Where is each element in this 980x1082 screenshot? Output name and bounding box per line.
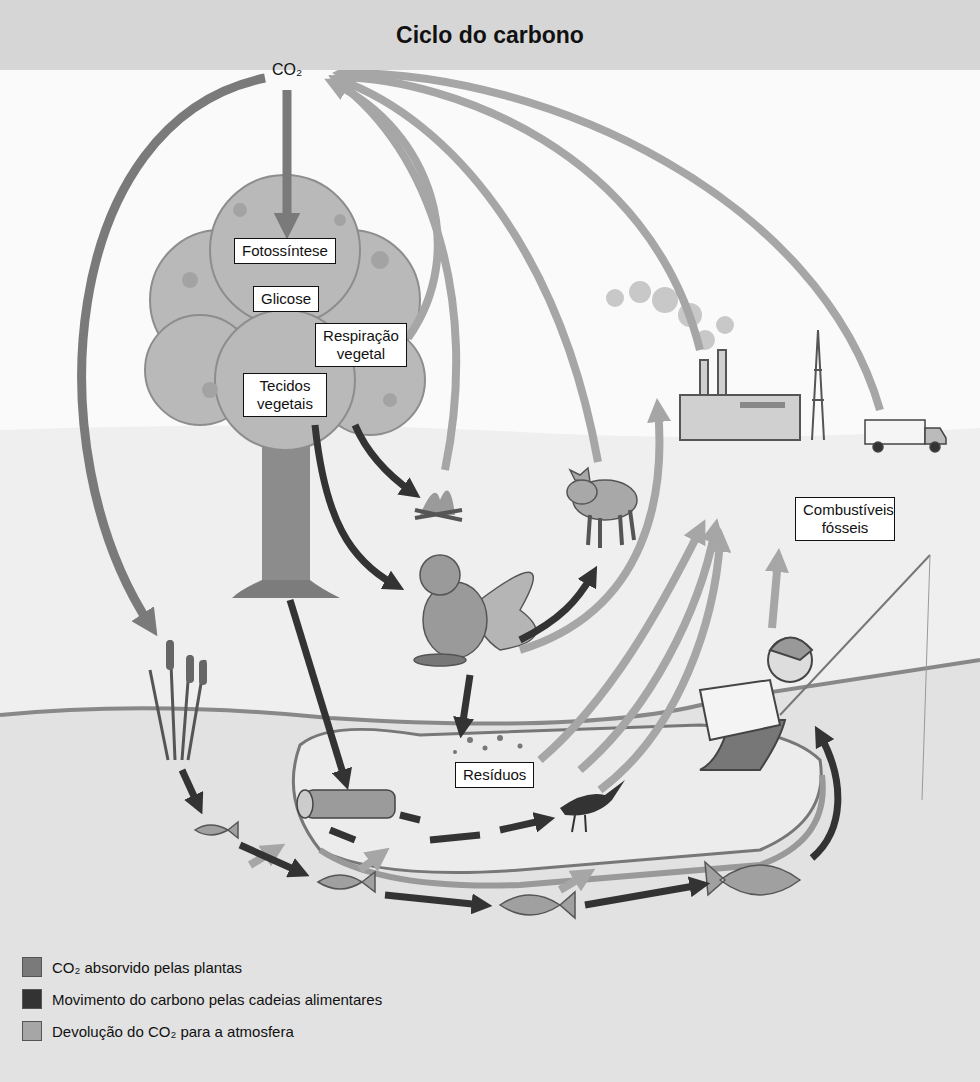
label-box: Combustíveis fósseis (795, 497, 895, 541)
box-text: Respiração vegetal (323, 327, 399, 363)
title-bar: Ciclo do carbono (0, 0, 980, 70)
legend-swatch (22, 957, 42, 977)
label-box: Glicose (253, 286, 319, 312)
label-box: Resíduos (455, 762, 534, 788)
legend-row: Movimento do carbono pelas cadeias alime… (22, 989, 382, 1009)
legend-text: Movimento do carbono pelas cadeias alime… (52, 991, 382, 1008)
box-text: Resíduos (463, 766, 526, 784)
label-box: Fotossíntese (234, 238, 336, 264)
box-text: Combustíveis fósseis (803, 501, 887, 537)
box-text: Fotossíntese (242, 242, 328, 260)
legend-swatch (22, 989, 42, 1009)
legend-row: Devolução do CO₂ para a atmosfera (22, 1021, 294, 1041)
label-box: Tecidos vegetais (243, 373, 327, 417)
co2-label: CO₂ (272, 61, 302, 79)
box-text: Tecidos vegetais (251, 377, 319, 413)
label-box: Respiração vegetal (315, 323, 407, 367)
legend-text: CO₂ absorvido pelas plantas (52, 959, 242, 976)
legend-row: CO₂ absorvido pelas plantas (22, 957, 242, 977)
legend-swatch (22, 1021, 42, 1041)
legend-text: Devolução do CO₂ para a atmosfera (52, 1023, 294, 1040)
box-text: Glicose (261, 290, 311, 308)
diagram-title: Ciclo do carbono (396, 22, 584, 49)
